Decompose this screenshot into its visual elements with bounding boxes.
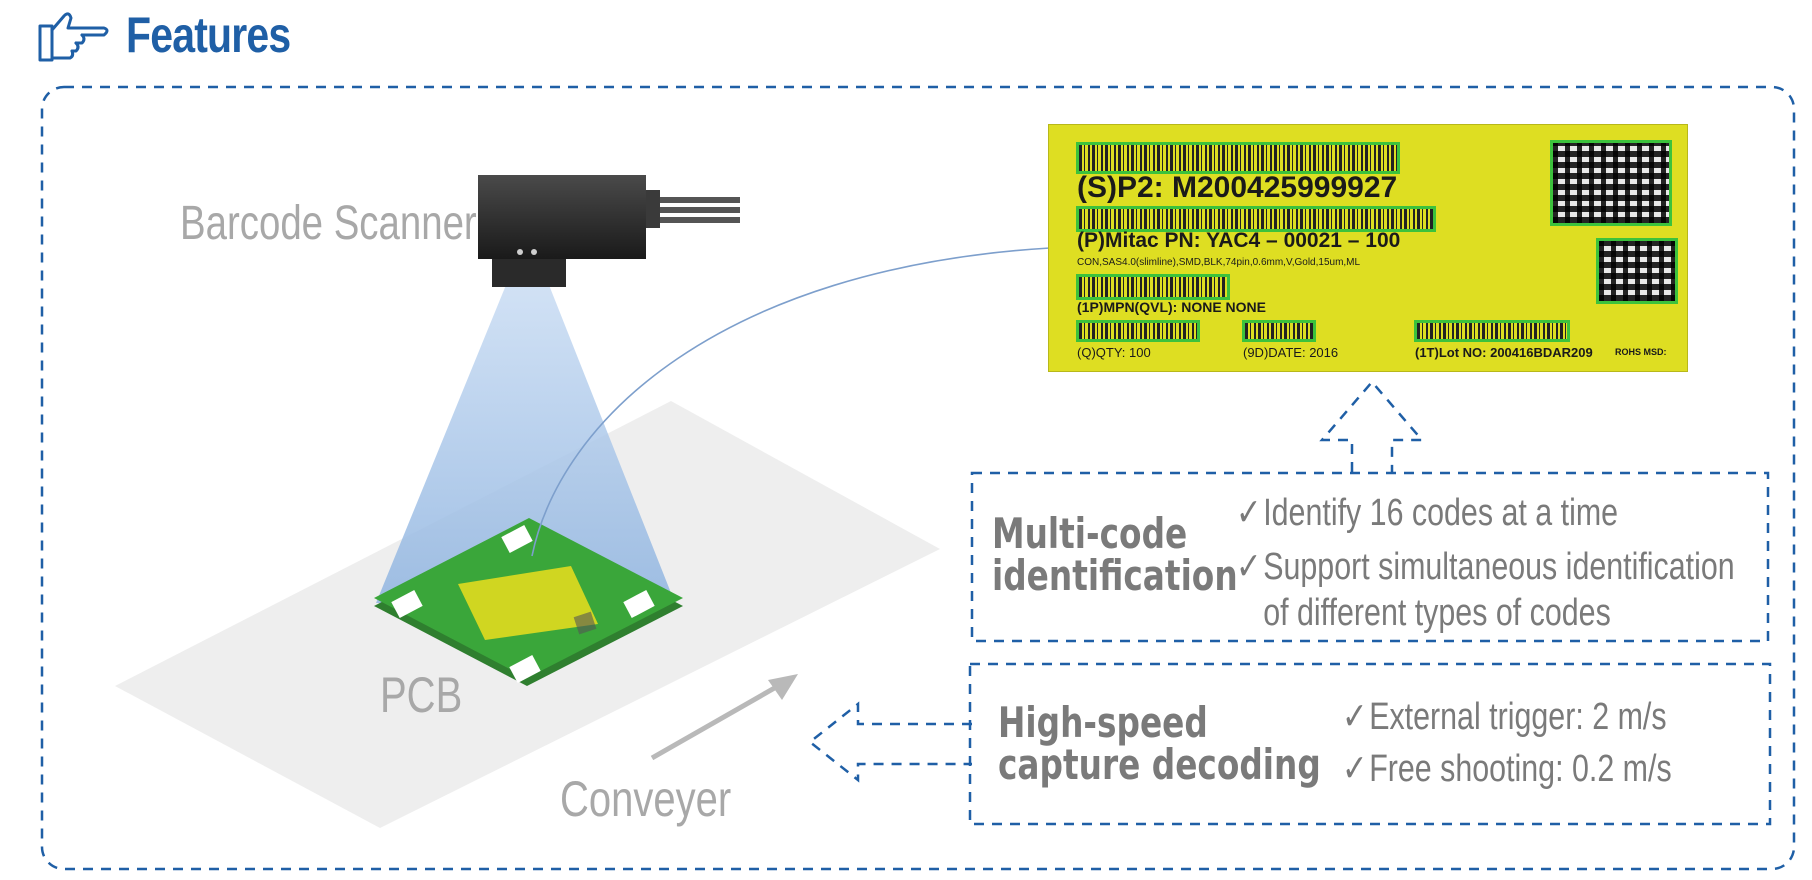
check-icon: ✓ [1342,748,1368,790]
label-date: (9D)DATE: 2016 [1243,345,1339,360]
label-qty: (Q)QTY: 100 [1077,345,1151,360]
label-lot: (1T)Lot NO: 200416BDAR209 [1415,345,1593,360]
label-mpn: (1P)MPN(QVL): NONE NONE [1077,299,1266,315]
check-icon: ✓ [1236,546,1262,588]
feature-heading-high-speed: High-speed capture decoding [998,698,1321,789]
scanner-beam [376,285,675,603]
connector-curve [531,247,1051,557]
feature-box-high-speed [968,662,1772,826]
pointing-hand-icon [36,8,114,64]
bullet-text: Free shooting: 0.2 m/s [1369,748,1672,790]
barcode [1414,320,1570,342]
check-icon: ✓ [1236,492,1262,534]
barcode [1076,320,1200,342]
barcode-label-card: (S)P2: M200425999927 (P)Mitac PN: YAC4 –… [1048,124,1688,372]
up-arrow [1319,380,1425,472]
pcb-label: PCB [380,667,463,723]
bullet-text: Support simultaneous identification [1263,546,1735,588]
barcode [1076,274,1230,300]
bullet-text: of different types of codes [1263,592,1611,634]
barcode-scanner-device [478,175,740,287]
barcode [1076,142,1400,174]
scanner-label: Barcode Scanner [180,197,477,250]
qr-code [1596,238,1678,304]
qr-code [1550,140,1672,226]
conveyer-direction-arrow [650,674,798,761]
label-sp2: (S)P2: M200425999927 [1077,171,1398,204]
bullet-text: Identify 16 codes at a time [1263,492,1619,534]
barcode [1242,320,1316,342]
label-desc: CON,SAS4.0(slimline),SMD,BLK,74pin,0.6mm… [1077,257,1361,268]
feature-heading-multi-code: Multi-code identification [992,509,1238,600]
bullet-text: External trigger: 2 m/s [1369,696,1667,738]
feature-bullets-multi-code: ✓Identify 16 codes at a time ✓Support si… [1236,490,1735,636]
pcb-board [374,518,683,686]
check-icon: ✓ [1342,696,1368,738]
feature-box-multi-code [970,471,1770,643]
barcode [1076,206,1436,232]
label-rohs: ROHS MSD: [1615,347,1667,357]
left-arrow [807,701,972,783]
page-title: Features [126,7,291,63]
conveyer-label: Conveyer [560,771,732,827]
label-mitac-pn: (P)Mitac PN: YAC4 – 00021 – 100 [1077,229,1401,252]
outer-frame [40,85,1796,871]
feature-bullets-high-speed: ✓External trigger: 2 m/s ✓Free shooting:… [1342,694,1672,792]
